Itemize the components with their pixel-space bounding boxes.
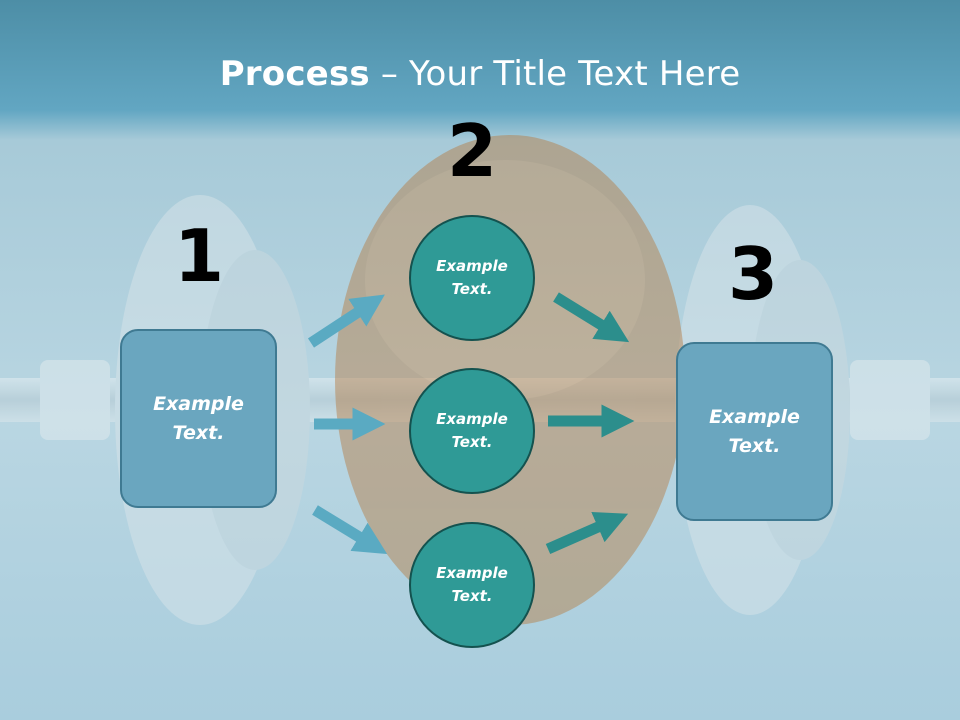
step-2-circle-top: Example Text. — [409, 215, 535, 341]
arrow-from-top-circle — [553, 292, 630, 343]
title-rest: – Your Title Text Here — [369, 54, 741, 94]
arrow-to-bottom-circle — [312, 505, 388, 555]
arrow-from-bottom-circle — [545, 511, 629, 555]
step-1-box: Example Text. — [120, 329, 277, 508]
step-3-line2: Text. — [728, 434, 781, 457]
circle-top-line1: Example — [436, 257, 508, 275]
step-3-box: Example Text. — [676, 342, 833, 521]
step-2-circle-middle: Example Text. — [409, 368, 535, 494]
slide-title: Process – Your Title Text Here — [0, 50, 960, 98]
title-bold: Process — [219, 54, 370, 94]
step-1-line2: Text. — [172, 421, 225, 444]
circle-bottom-line1: Example — [436, 564, 508, 582]
circle-top-line2: Text. — [451, 280, 493, 298]
step-1-line1: Example — [153, 392, 244, 415]
step-number-1: 1 — [173, 214, 225, 298]
arrow-to-top-circle — [307, 294, 385, 348]
step-number-2: 2 — [446, 109, 498, 193]
circle-middle-line2: Text. — [451, 433, 493, 451]
circle-middle-line1: Example — [436, 410, 508, 428]
step-2-circle-bottom: Example Text. — [409, 522, 535, 648]
step-3-line1: Example — [709, 405, 800, 428]
circle-bottom-line2: Text. — [451, 587, 493, 605]
step-number-3: 3 — [727, 232, 779, 316]
